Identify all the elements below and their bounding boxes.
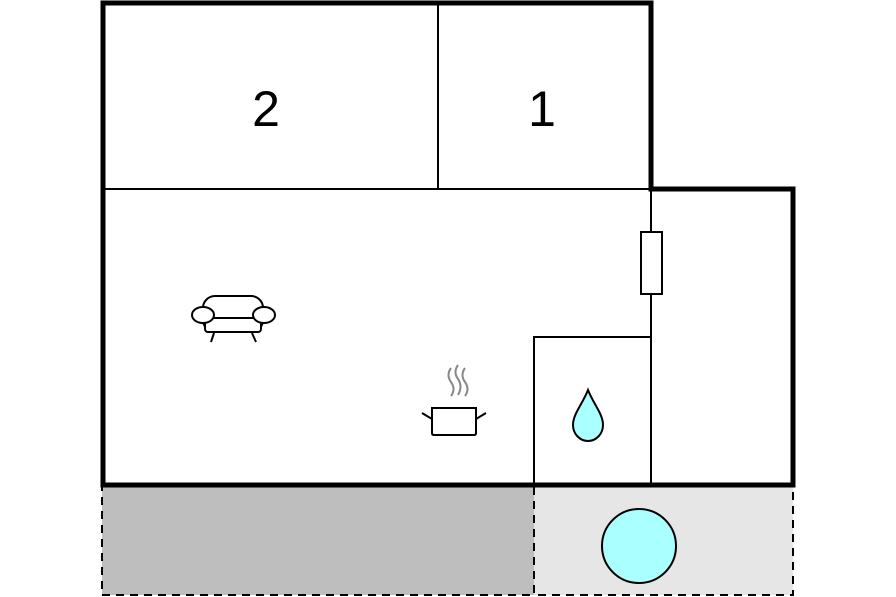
interior-walls <box>103 4 652 485</box>
radiator-icon <box>640 231 663 295</box>
water-drop-icon <box>571 387 605 443</box>
room-label-1: 1 <box>528 81 556 137</box>
exterior-walls <box>100 0 796 488</box>
room-label-2: 2 <box>252 81 280 137</box>
cooking-pot-icon <box>421 364 487 436</box>
sofa-icon <box>191 295 276 343</box>
pool-icon <box>601 508 677 584</box>
terrace-area <box>101 484 535 596</box>
